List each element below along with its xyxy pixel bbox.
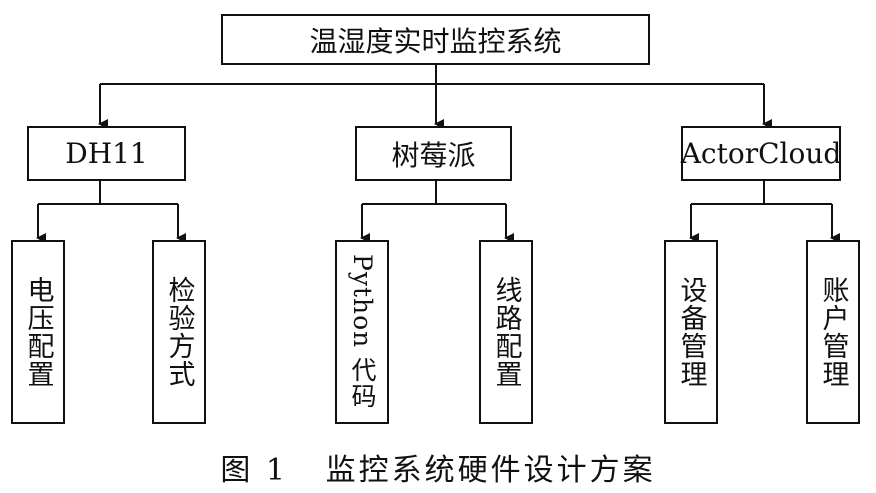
node-inspection-method-label: 检验方式 <box>163 276 195 388</box>
node-wiring-config-label: 线路配置 <box>490 276 522 388</box>
node-voltage-config-label: 电压配置 <box>22 276 54 388</box>
node-python-code: Python 代码 <box>335 240 389 424</box>
node-actorcloud: ActorCloud <box>681 126 841 181</box>
node-voltage-config: 电压配置 <box>11 240 65 424</box>
node-python-code-label: Python 代码 <box>348 254 377 410</box>
node-dh11-label: DH11 <box>65 137 148 170</box>
node-wiring-config: 线路配置 <box>479 240 533 424</box>
node-inspection-method: 检验方式 <box>152 240 206 424</box>
node-actorcloud-label: ActorCloud <box>680 137 842 170</box>
node-dh11: DH11 <box>27 126 186 181</box>
node-raspberry-pi-label: 树莓派 <box>391 138 476 172</box>
figure-caption: 图 1 监控系统硬件设计方案 <box>220 453 656 488</box>
node-account-management: 账户管理 <box>806 240 860 424</box>
node-account-management-label: 账户管理 <box>817 276 849 388</box>
root-node: 温湿度实时监控系统 <box>221 14 650 65</box>
root-label: 温湿度实时监控系统 <box>309 24 562 58</box>
node-raspberry-pi: 树莓派 <box>355 126 512 181</box>
node-device-management-label: 设备管理 <box>675 276 707 388</box>
node-device-management: 设备管理 <box>664 240 718 424</box>
